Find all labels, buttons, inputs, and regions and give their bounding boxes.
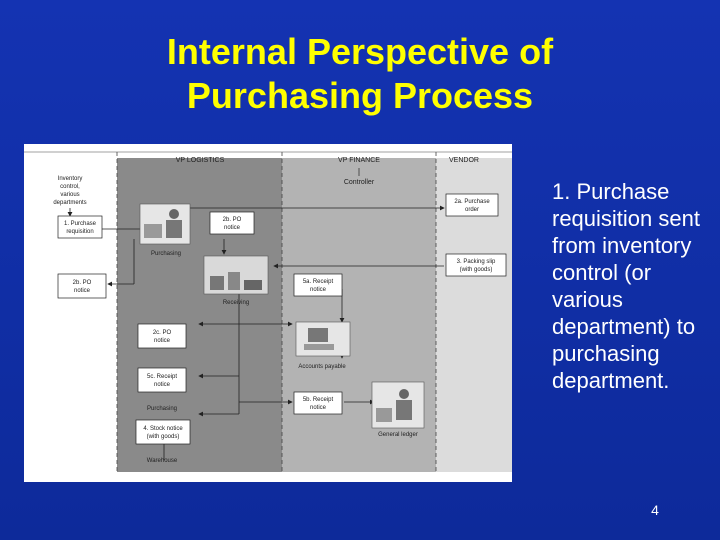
svg-text:various: various — [60, 192, 79, 198]
svg-text:order: order — [465, 207, 479, 213]
svg-text:notice: notice — [154, 382, 171, 388]
title-line-2: Purchasing Process — [186, 75, 534, 116]
svg-text:(with goods): (with goods) — [147, 434, 180, 440]
label-general-ledger: General ledger — [378, 432, 418, 438]
svg-text:notice: notice — [74, 288, 91, 294]
svg-text:departments: departments — [53, 200, 86, 206]
doc-po-notice-mid: 2c. PO notice — [137, 323, 187, 349]
purchasing-workstation — [139, 203, 191, 245]
svg-text:control,: control, — [60, 184, 80, 190]
controller-label: Controller — [344, 179, 375, 186]
header-finance: VP FINANCE — [338, 157, 380, 164]
step-description: 1. Purchase requisition sent from invent… — [552, 179, 700, 393]
svg-text:Inventory: Inventory — [58, 176, 83, 182]
svg-text:2c. PO: 2c. PO — [153, 330, 172, 336]
svg-text:5b. Receipt: 5b. Receipt — [303, 397, 334, 403]
svg-text:notice: notice — [154, 338, 171, 344]
svg-text:2b. PO: 2b. PO — [73, 280, 92, 286]
svg-text:notice: notice — [310, 405, 327, 411]
svg-text:requisition: requisition — [66, 229, 93, 235]
doc-po-notice-top: 2b. PO notice — [209, 211, 255, 235]
receiving-dock — [203, 255, 269, 295]
header-vendor: VENDOR — [449, 157, 479, 164]
svg-text:5a. Receipt: 5a. Receipt — [303, 279, 334, 285]
doc-purchase-order: 2a. Purchase order — [445, 193, 499, 217]
label-accounts-payable: Accounts payable — [298, 364, 346, 370]
slide-title: Internal Perspective of Purchasing Proce… — [0, 30, 720, 118]
label-purchasing-top: Purchasing — [151, 251, 181, 257]
svg-text:1. Purchase: 1. Purchase — [64, 221, 97, 227]
svg-text:3. Packing slip: 3. Packing slip — [457, 259, 496, 265]
doc-stock-notice: 4. Stock notice (with goods) — [135, 419, 191, 445]
svg-text:(with goods): (with goods) — [460, 267, 493, 273]
label-receiving: Receiving — [223, 300, 249, 306]
doc-packing-slip: 3. Packing slip (with goods) — [445, 253, 507, 277]
purchasing-process-diagram: VP LOGISTICS VP FINANCE VENDOR Inventory… — [24, 144, 512, 482]
general-ledger-workstation — [371, 381, 425, 429]
title-line-1: Internal Perspective of — [166, 31, 554, 72]
doc-receipt-notice-3: 5b. Receipt notice — [293, 391, 343, 415]
header-logistics: VP LOGISTICS — [176, 157, 225, 164]
label-purchasing-bottom: Purchasing — [147, 406, 177, 412]
doc-po-notice-left: 2b. PO notice — [57, 273, 107, 299]
doc-purchase-requisition: 1. Purchase requisition — [57, 215, 103, 239]
doc-receipt-notice-1: 5a. Receipt notice — [293, 273, 343, 297]
svg-text:5c. Receipt: 5c. Receipt — [147, 374, 177, 380]
svg-text:2a. Purchase: 2a. Purchase — [454, 199, 490, 205]
svg-text:notice: notice — [310, 287, 327, 293]
doc-receipt-notice-2: 5c. Receipt notice — [137, 367, 187, 393]
source-inventory-control: Inventory control, various departments — [53, 176, 86, 206]
svg-text:notice: notice — [224, 225, 241, 231]
label-warehouse: Warehouse — [147, 458, 178, 464]
page-number: 4 — [651, 502, 659, 518]
accounts-payable-workstation — [295, 321, 351, 357]
svg-text:4. Stock notice: 4. Stock notice — [143, 426, 183, 432]
svg-text:2b. PO: 2b. PO — [223, 217, 242, 223]
